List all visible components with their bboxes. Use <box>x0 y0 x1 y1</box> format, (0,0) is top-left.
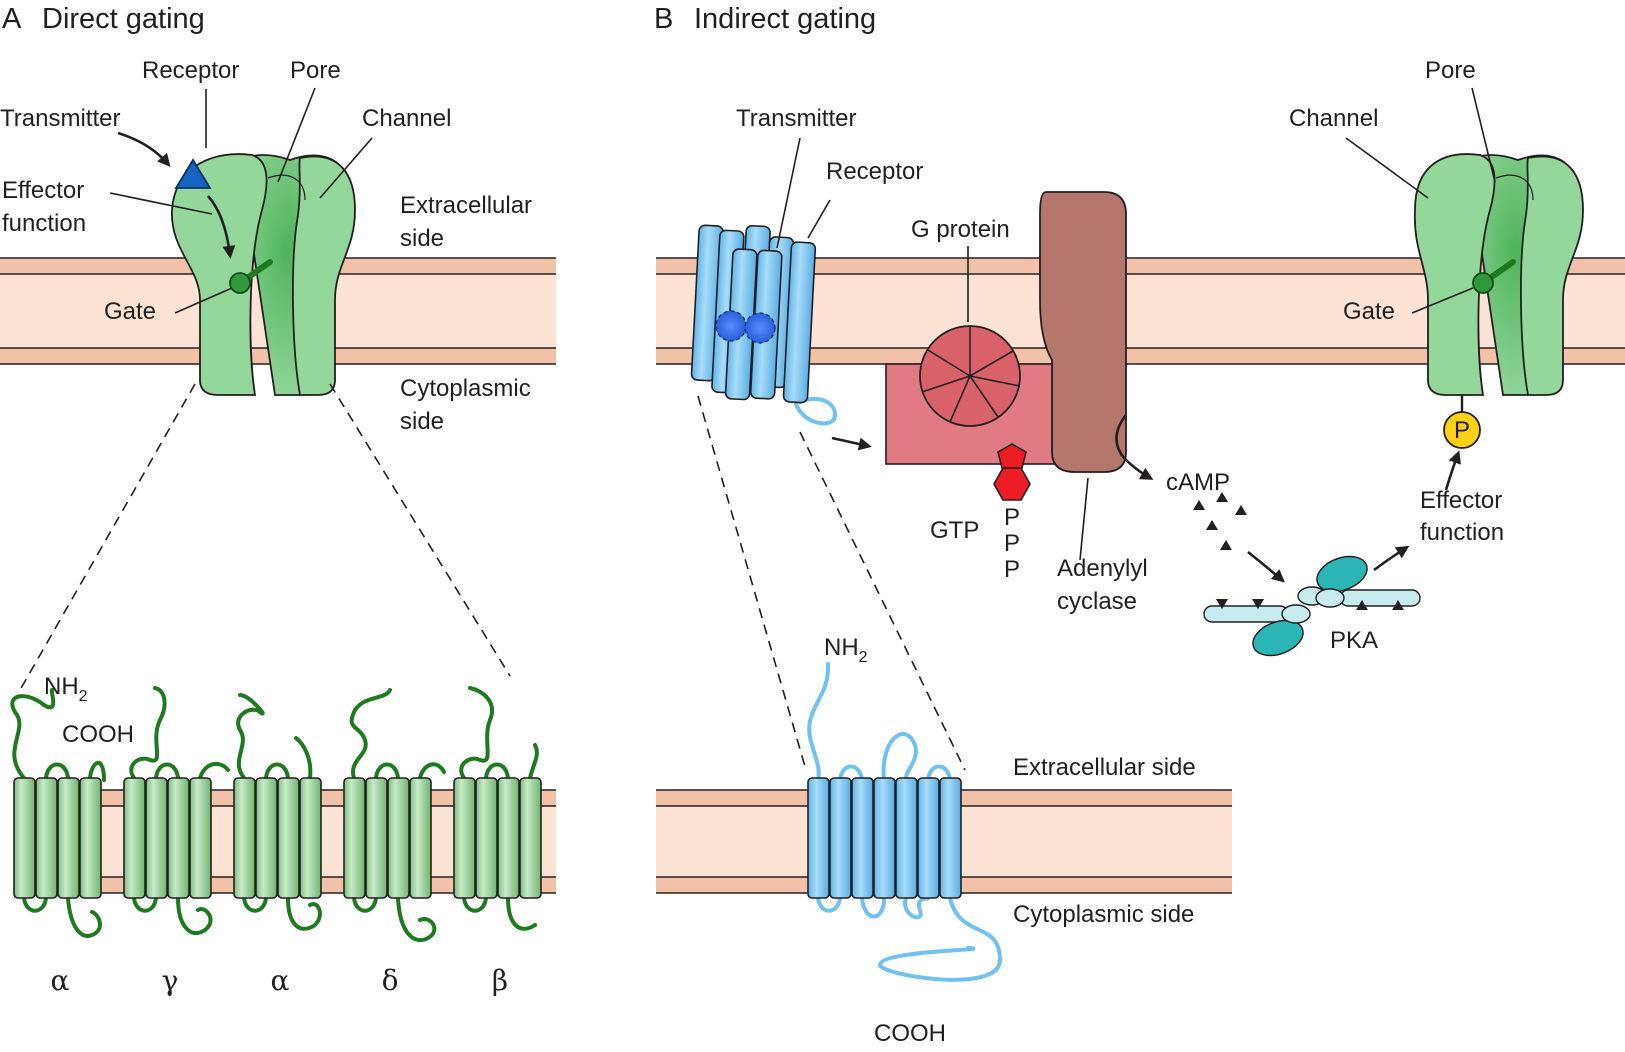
leader-lines-a <box>19 87 511 691</box>
phosphate-1: P <box>1004 504 1020 531</box>
phosphate-label: P <box>1454 417 1470 444</box>
receptor-label-a: Receptor <box>142 57 239 84</box>
subunit-label-2: γ <box>162 964 179 997</box>
subunit-label-3: α <box>271 964 290 997</box>
cytoplasmic-label-b: Cytoplasmic side <box>1013 901 1194 928</box>
subunit-alpha-2 <box>233 777 322 899</box>
receptor-label-b: Receptor <box>826 158 923 185</box>
gate-label-a: Gate <box>104 298 156 325</box>
panel-b-letter: B <box>654 3 673 35</box>
subunit-label-4: δ <box>382 964 399 997</box>
gtp-molecule <box>993 443 1031 501</box>
transmitter-label-a: Transmitter <box>0 105 120 132</box>
panel-a: A Direct gating Receptor Pore Transmitte <box>0 3 556 997</box>
panel-b-title: Indirect gating <box>694 3 876 35</box>
subunit-gamma <box>123 777 212 899</box>
gate-label-b: Gate <box>1343 298 1395 325</box>
panel-b: B Indirect gating <box>654 3 1625 1047</box>
subunit-label-1: α <box>51 964 70 997</box>
nh2-label-a: NH2 <box>44 673 88 705</box>
cytoplasmic-label-a-2: side <box>400 408 444 435</box>
camp-molecules <box>1193 492 1247 550</box>
gate-a <box>229 259 273 294</box>
pka-label: PKA <box>1330 627 1378 654</box>
indirect-channel <box>1413 153 1584 412</box>
effector-label-b-1: Effector <box>1420 487 1502 514</box>
cytoplasmic-label-a-1: Cytoplasmic <box>400 375 531 402</box>
nh2-label-b: NH2 <box>824 634 868 666</box>
effector-label-a-1: Effector <box>2 177 84 204</box>
pka-enzyme <box>1203 555 1421 657</box>
subunit-labels: α γ α δ β <box>51 964 509 997</box>
adenylyl-cyclase <box>1039 191 1127 473</box>
cooh-label-b: COOH <box>874 1020 946 1047</box>
subunit-loops <box>10 686 539 943</box>
gpcr-topology-loops <box>807 662 1003 982</box>
phosphate-3: P <box>1004 556 1020 583</box>
gprotein-label: G protein <box>911 216 1010 243</box>
channel-label-a: Channel <box>362 105 451 132</box>
phosphate-badge: P <box>1443 411 1481 449</box>
extracellular-label-a-1: Extracellular <box>400 192 532 219</box>
ligand-binding-pocket <box>715 310 776 344</box>
gpcr-helices-topology <box>807 777 962 899</box>
cooh-label-a: COOH <box>62 721 134 748</box>
pore-label-a: Pore <box>290 57 341 84</box>
extracellular-label-a-2: side <box>400 225 444 252</box>
effector-label-b-2: function <box>1420 519 1504 546</box>
camp-label: cAMP <box>1166 469 1230 496</box>
subunit-delta <box>343 777 432 899</box>
subunit-label-5: β <box>492 964 508 997</box>
adenylyl-label-2: cyclase <box>1057 588 1137 615</box>
channel-label-b: Channel <box>1289 105 1378 132</box>
adenylyl-label-1: Adenylyl <box>1057 555 1148 582</box>
transmembrane-helices-a <box>13 777 542 899</box>
extracellular-label-b: Extracellular side <box>1013 754 1196 781</box>
g-protein-wheel <box>919 325 1021 427</box>
transmitter-a <box>174 158 212 189</box>
pore-label-b: Pore <box>1425 57 1476 84</box>
g-protein <box>885 325 1055 501</box>
gpcr-receptor <box>690 224 838 426</box>
gtp-label: GTP <box>930 517 979 544</box>
leader-lines-b <box>697 87 1496 771</box>
ligand-gated-channel <box>171 153 356 396</box>
effector-label-a-2: function <box>2 210 86 237</box>
transmitter-label-b: Transmitter <box>736 105 856 132</box>
panel-a-title: Direct gating <box>42 3 205 35</box>
phosphate-2: P <box>1004 530 1020 557</box>
subunit-beta <box>453 777 542 899</box>
subunit-alpha-1 <box>13 777 102 899</box>
panel-a-letter: A <box>2 3 22 35</box>
